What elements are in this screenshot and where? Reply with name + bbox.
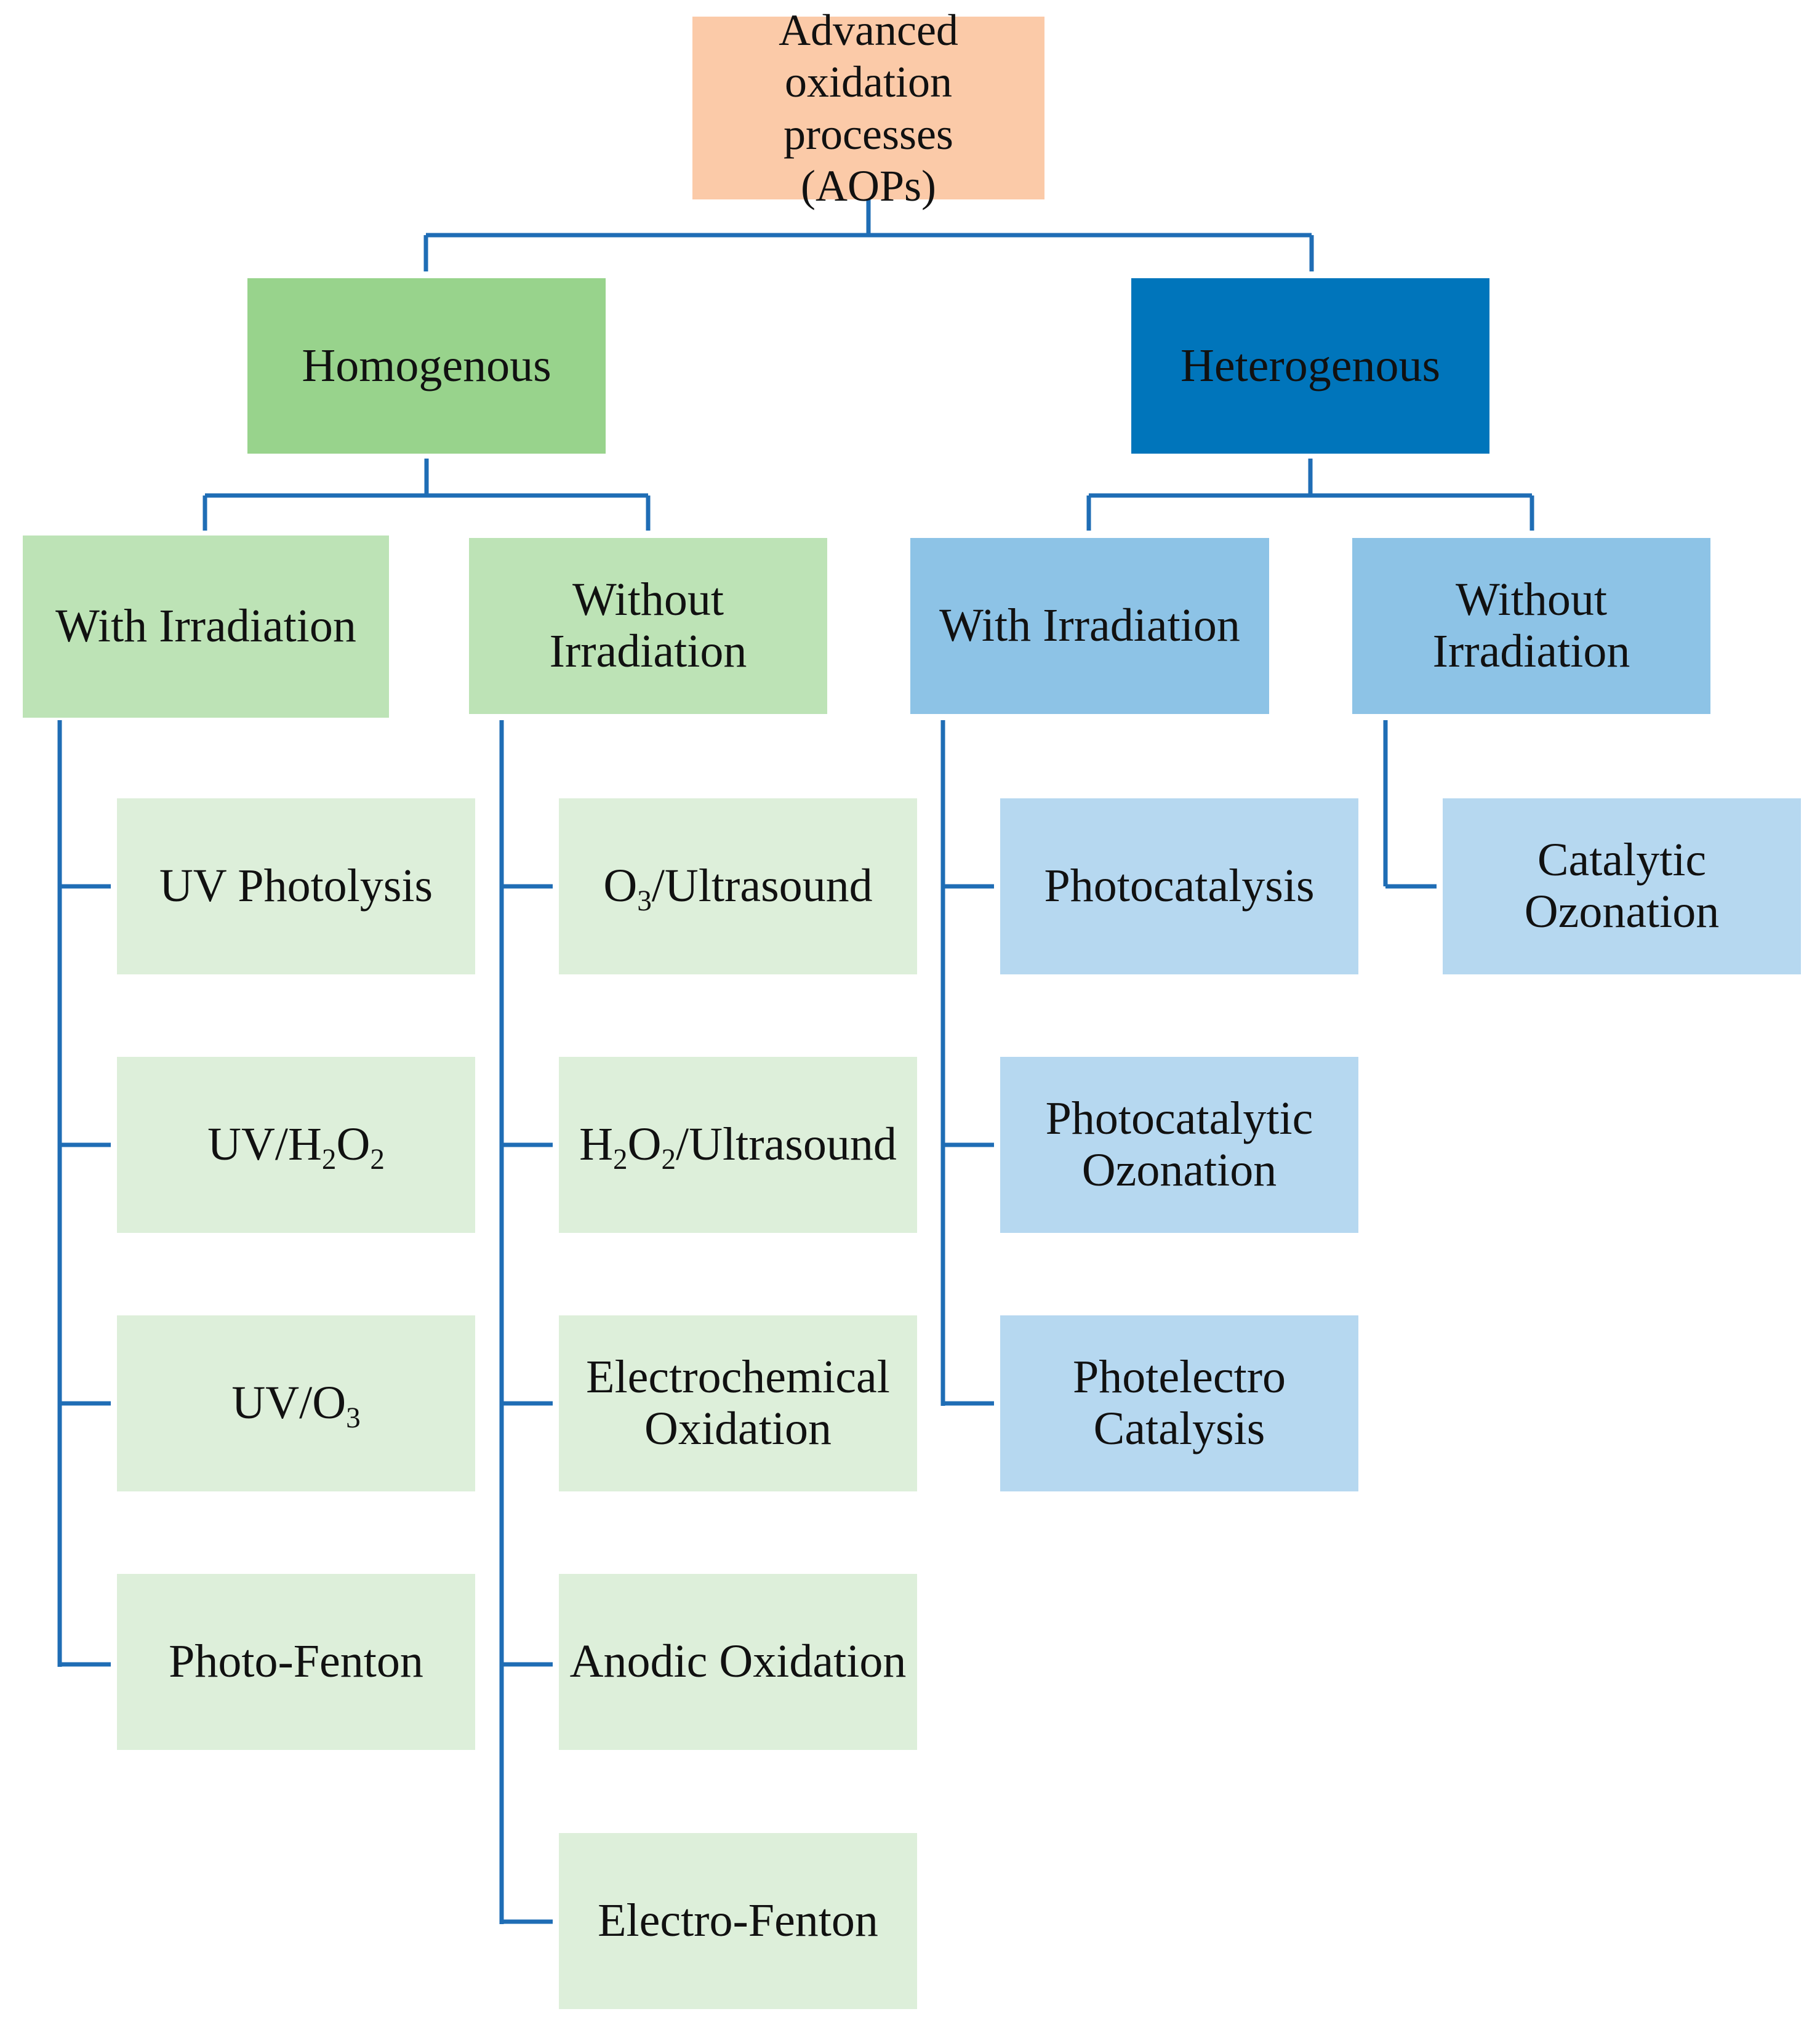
homogenous-with-leaf-node: UV Photolysis (117, 798, 475, 974)
root-line: processes (784, 109, 953, 159)
heterogenous-label: Heterogenous (1180, 339, 1441, 391)
homogenous-without-leaf-node: Electro-Fenton (559, 1833, 917, 2009)
connector-homogenous (202, 459, 651, 531)
heterogenous-with-irradiation-label: With Irradiation (939, 600, 1240, 652)
heterogenous-without-leaf-label: Catalytic Ozonation (1524, 834, 1720, 937)
connector-het-without (1383, 720, 1437, 889)
heterogenous-with-leaf-label: Photocatalysis (1044, 860, 1315, 912)
heterogenous-without-irradiation-node: Without Irradiation (1352, 538, 1710, 714)
connector-homo-without (499, 720, 553, 1924)
homogenous-with-irradiation-node: With Irradiation (23, 536, 389, 718)
connector-heterogenous (1086, 459, 1534, 531)
homogenous-without-irradiation-line: Irradiation (549, 625, 747, 677)
heterogenous-without-irradiation-line: Without (1455, 574, 1608, 626)
homogenous-with-leaf-label: UV Photolysis (159, 860, 433, 912)
homogenous-without-leaf-label: Electrochemical Oxidation (586, 1351, 890, 1454)
root-line: Advanced (779, 6, 958, 55)
homogenous-without-leaf-node: O3/Ultrasound (559, 798, 917, 974)
homogenous-with-leaf-node: UV/O3 (117, 1315, 475, 1491)
homogenous-without-irradiation-node: Without Irradiation (469, 538, 827, 714)
heterogenous-without-irradiation-line: Irradiation (1432, 625, 1630, 677)
homogenous-without-leaf-node: Anodic Oxidation (559, 1574, 917, 1750)
homogenous-with-leaf-node: UV/H2O2 (117, 1057, 475, 1233)
homogenous-with-leaf-node: Photo-Fenton (117, 1574, 475, 1750)
homogenous-without-leaf-label: Anodic Oxidation (569, 1635, 907, 1688)
heterogenous-with-irradiation-node: With Irradiation (910, 538, 1269, 714)
homogenous-node: Homogenous (247, 278, 606, 454)
heterogenous-without-leaf-node: Catalytic Ozonation (1443, 798, 1801, 974)
heterogenous-with-leaf-node: Photocatalysis (1000, 798, 1358, 974)
root-line: oxidation (785, 57, 952, 107)
heterogenous-with-leaf-label: Photelectro Catalysis (1072, 1351, 1286, 1454)
root-line: (AOPs) (800, 161, 936, 211)
homogenous-without-leaf-node: Electrochemical Oxidation (559, 1315, 917, 1491)
heterogenous-with-leaf-node: Photocatalytic Ozonation (1000, 1057, 1358, 1233)
heterogenous-with-leaf-label: Photocatalytic Ozonation (1045, 1093, 1313, 1196)
connector-homo-with (57, 720, 111, 1667)
homogenous-with-irradiation-label: With Irradiation (55, 600, 356, 652)
heterogenous-node: Heterogenous (1131, 278, 1489, 454)
connector-root (423, 199, 1314, 271)
heterogenous-with-leaf-node: Photelectro Catalysis (1000, 1315, 1358, 1491)
homogenous-without-leaf-label: Electro-Fenton (598, 1895, 878, 1947)
homogenous-label: Homogenous (302, 339, 551, 391)
homogenous-without-leaf-node: H2O2/Ultrasound (559, 1057, 917, 1233)
homogenous-with-leaf-label: UV/O3 (231, 1377, 361, 1435)
root-node: Advanced oxidation processes (AOPs) (692, 6, 1044, 211)
homogenous-without-irradiation-line: Without (572, 574, 724, 626)
homogenous-with-leaf-label: Photo-Fenton (169, 1635, 423, 1688)
connector-het-with (940, 720, 994, 1406)
homogenous-without-leaf-label: O3/Ultrasound (603, 860, 873, 918)
homogenous-with-leaf-label: UV/H2O2 (207, 1118, 385, 1176)
homogenous-without-leaf-label: H2O2/Ultrasound (579, 1118, 897, 1176)
